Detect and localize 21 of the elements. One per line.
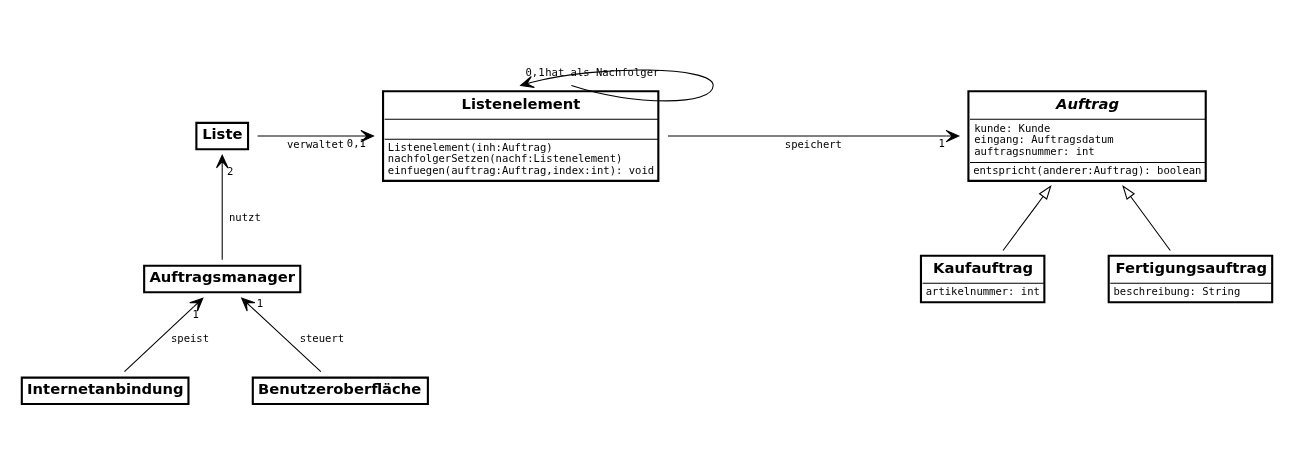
- edge-label: speichert: [784, 137, 842, 150]
- node-box: Internetanbindung: [20, 376, 190, 405]
- arrow: [1002, 184, 1052, 251]
- arrow: [241, 297, 322, 372]
- node-box: Benutzeroberfläche: [251, 376, 429, 405]
- label: 1: [192, 307, 199, 320]
- edge-label: verwaltet: [287, 137, 345, 150]
- edge-label: steuert: [299, 331, 345, 344]
- label: 2: [227, 164, 234, 177]
- label: 1: [938, 136, 945, 149]
- node-box: Auftragsmanager: [143, 264, 302, 293]
- node-box: Liste: [195, 121, 250, 150]
- edge-label: speist: [171, 331, 210, 344]
- label: 0,1: [525, 65, 545, 78]
- arrow: [1122, 184, 1171, 251]
- label: 1: [256, 296, 263, 309]
- arrow: [257, 129, 375, 142]
- arrow: [667, 129, 960, 142]
- edge-label: nutzt: [229, 210, 261, 223]
- arrow: [123, 297, 204, 372]
- arrow: [216, 154, 229, 260]
